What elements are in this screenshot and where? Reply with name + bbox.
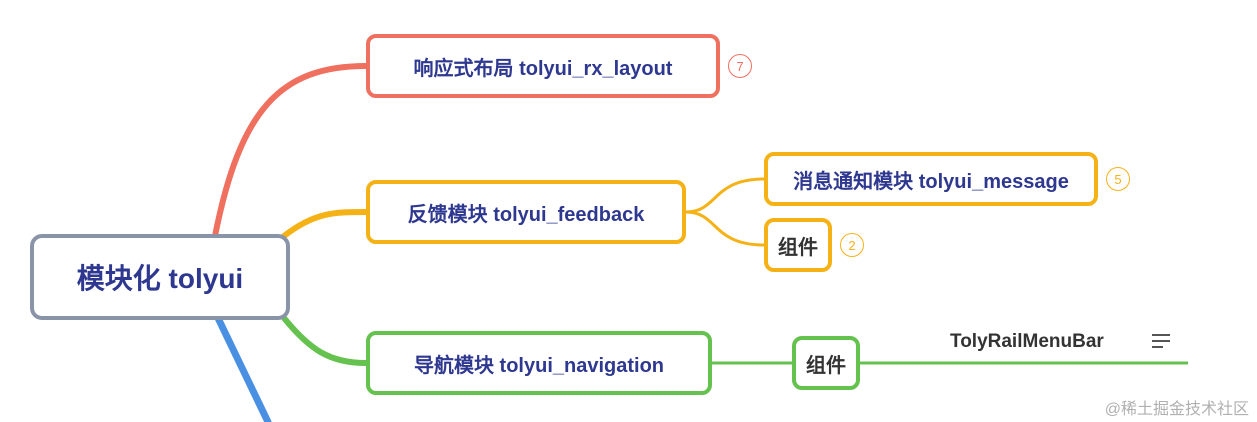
root-node[interactable]: 模块化 tolyui <box>30 234 290 320</box>
node-navigation-component[interactable]: 组件 <box>792 336 860 390</box>
node-message[interactable]: 消息通知模块 tolyui_message <box>764 152 1098 206</box>
root-node-label: 模块化 tolyui <box>76 263 244 294</box>
link-root-responsive <box>212 63 369 239</box>
node-feedback-label: 反馈模块 tolyui_feedback <box>407 203 645 226</box>
menu-lines-icon[interactable] <box>1152 333 1172 349</box>
count-badge-feedback-component-text: 2 <box>848 237 856 253</box>
node-responsive-layout-label: 响应式布局 tolyui_rx_layout <box>413 57 673 80</box>
leaf-tolyrailmenubar[interactable]: TolyRailMenuBar <box>950 330 1104 354</box>
node-feedback-component[interactable]: 组件 <box>764 218 832 272</box>
link-root-feedback <box>281 209 369 239</box>
link-feedback-message <box>685 177 765 214</box>
node-feedback-component-label: 组件 <box>778 236 818 259</box>
link-root-navigation <box>281 315 369 366</box>
count-badge-responsive-layout-text: 7 <box>736 58 744 74</box>
node-message-label: 消息通知模块 tolyui_message <box>793 170 1069 193</box>
node-navigation-label: 导航模块 tolyui_navigation <box>413 354 665 377</box>
count-badge-responsive-layout[interactable]: 7 <box>728 54 752 78</box>
node-navigation-component-label: 组件 <box>806 354 846 377</box>
link-root-hidden <box>214 314 272 422</box>
watermark: @稀土掘金技术社区 <box>1104 401 1249 418</box>
count-badge-message-text: 5 <box>1114 171 1122 187</box>
link-feedback-component <box>685 210 765 247</box>
node-responsive-layout[interactable]: 响应式布局 tolyui_rx_layout <box>366 34 720 98</box>
leaf-tolyrailmenubar-label: TolyRailMenuBar <box>950 331 1104 352</box>
node-feedback[interactable]: 反馈模块 tolyui_feedback <box>366 180 686 244</box>
node-navigation[interactable]: 导航模块 tolyui_navigation <box>366 331 712 395</box>
count-badge-feedback-component[interactable]: 2 <box>840 233 864 257</box>
count-badge-message[interactable]: 5 <box>1106 167 1130 191</box>
